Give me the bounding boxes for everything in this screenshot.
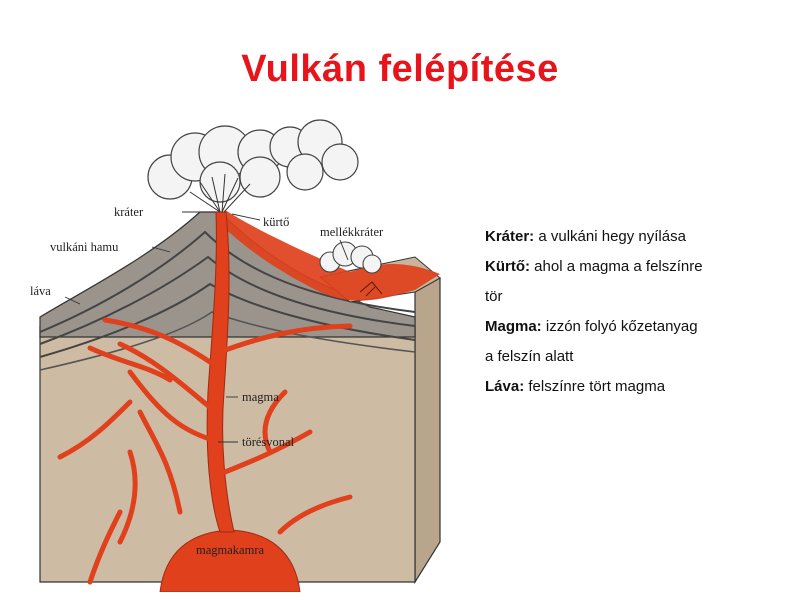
definition-text: felszínre tört magma [524,378,666,395]
label-vulkani-hamu: vulkáni hamu [50,240,119,254]
definition-line: Kráter: a vulkáni hegy nyílása [485,222,785,252]
lava-flow-side [220,210,440,301]
definition-text: ahol a magma a felszínre [530,258,703,275]
definition-text: tör [485,288,503,305]
volcano-diagram: kráter kürtő mellékkráter vulkáni hamu l… [30,119,441,592]
ground-side-face [414,276,441,585]
definition-line: Láva: felszínre tört magma [485,372,785,402]
side-cloud [319,241,382,274]
strata-line [39,311,416,371]
definition-line: a felszín alatt [485,342,785,372]
definition-term: Kráter: [485,228,535,245]
definitions-list: Kráter: a vulkáni hegy nyílása Kürtő: ah… [485,222,785,402]
side-crater [359,281,383,297]
strata-line [39,230,416,333]
label-mellekkrater: mellékkráter [320,225,384,239]
definition-text: a vulkáni hegy nyílása [534,228,686,245]
eruption-cloud [147,119,359,203]
label-kurto: kürtő [263,215,289,229]
label-lava: láva [30,284,51,298]
definition-text: a felszín alatt [485,348,574,365]
page-title: Vulkán felépítése [241,48,559,90]
strata-line [39,255,416,345]
label-magmakamra: magmakamra [196,543,264,557]
definition-line: tör [485,282,785,312]
label-toresvonal: törésvonal [242,435,295,449]
definition-term: Magma: [485,318,542,335]
definition-term: Láva: [485,378,525,395]
label-krater: kráter [114,205,144,219]
label-magma: magma [242,390,279,404]
magma-branches [57,317,353,585]
definition-text: izzón folyó kőzetanyag [541,318,698,335]
definition-line: Magma: izzón folyó kőzetanyag [485,312,785,342]
main-conduit [206,211,235,533]
definition-line: Kürtő: ahol a magma a felszínre [485,252,785,282]
definition-term: Kürtő: [485,258,530,275]
eruption-jets [189,173,251,213]
leader-lines [64,211,349,443]
